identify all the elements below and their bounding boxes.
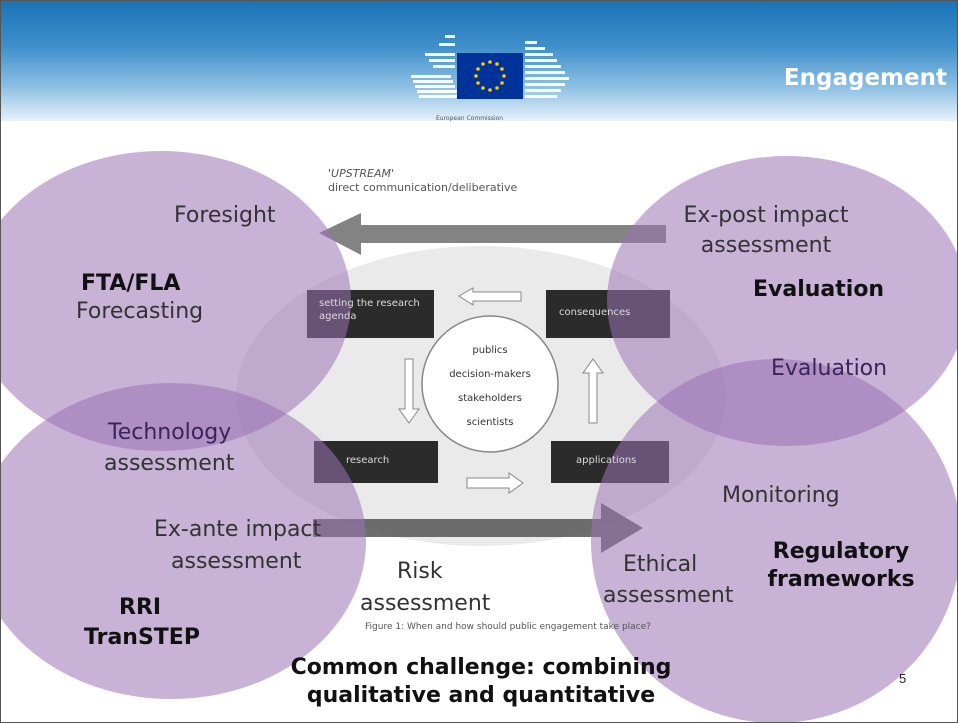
box-label-setting-agenda: setting the research agenda xyxy=(319,298,420,322)
label-exante-1: Ex-ante impact xyxy=(154,517,322,542)
slide-number: 5 xyxy=(899,671,907,686)
inner-arrow-up-icon xyxy=(582,358,604,424)
upstream-title: 'UPSTREAM' xyxy=(328,167,395,180)
label-exante-2: assessment xyxy=(171,549,302,574)
label-transtep: TranSTEP xyxy=(84,625,200,650)
label-expost-2: assessment xyxy=(700,233,832,258)
label-risk-2: assessment xyxy=(360,591,491,616)
center-circle xyxy=(421,315,559,453)
box-label-applications: applications xyxy=(576,455,637,466)
label-expost-1: Ex-post impact xyxy=(683,203,849,228)
figure-caption: Figure 1: When and how should public eng… xyxy=(365,622,651,632)
circle-bottom-left xyxy=(1,383,366,699)
label-ethical-2: assessment xyxy=(603,583,734,608)
circle-top-left xyxy=(1,151,351,451)
common-challenge-line1: Common challenge: combining xyxy=(290,655,672,680)
logo-caption: European Commission xyxy=(436,115,504,122)
box-label-research: research xyxy=(346,455,390,466)
upstream-subtitle: direct communication/deliberative xyxy=(328,181,518,194)
european-commission-logo xyxy=(411,35,569,99)
label-regulatory-2: frameworks xyxy=(767,567,915,592)
label-forecasting: Forecasting xyxy=(76,299,204,324)
label-technology-2: assessment xyxy=(104,451,235,476)
label-foresight: Foresight xyxy=(174,203,276,228)
center-scientists: scientists xyxy=(466,417,514,428)
inner-arrow-right-icon xyxy=(466,472,524,494)
label-evaluation-bold: Evaluation xyxy=(753,277,885,302)
upstream-arrow-icon xyxy=(319,213,666,255)
common-challenge-note: Common challenge: combining qualitative … xyxy=(241,654,721,710)
building-left-icon xyxy=(411,35,459,98)
center-publics: publics xyxy=(472,345,508,356)
downstream-arrow-icon xyxy=(313,503,643,553)
circle-bottom-right xyxy=(591,359,957,722)
label-ethical-1: Ethical xyxy=(623,552,698,577)
label-evaluation: Evaluation xyxy=(771,356,888,381)
label-rri: RRI xyxy=(119,595,162,620)
box-label-consequences: consequences xyxy=(559,307,631,318)
center-stakeholders: stakeholders xyxy=(458,393,522,404)
common-challenge-line2: qualitative and quantitative xyxy=(306,683,656,708)
inner-arrow-left-icon xyxy=(458,287,522,306)
center-decision-makers: decision-makers xyxy=(449,369,531,380)
label-regulatory-1: Regulatory xyxy=(772,539,910,564)
label-risk-1: Risk xyxy=(397,559,443,584)
inner-arrow-down-icon xyxy=(398,358,420,424)
label-monitoring: Monitoring xyxy=(722,483,840,508)
building-right-icon xyxy=(525,41,569,98)
eu-stars-icon xyxy=(474,60,506,92)
section-title: Engagement xyxy=(783,65,947,91)
label-technology-1: Technology xyxy=(108,420,232,445)
label-fta-fla: FTA/FLA xyxy=(81,271,181,296)
circle-top-right xyxy=(607,156,957,446)
